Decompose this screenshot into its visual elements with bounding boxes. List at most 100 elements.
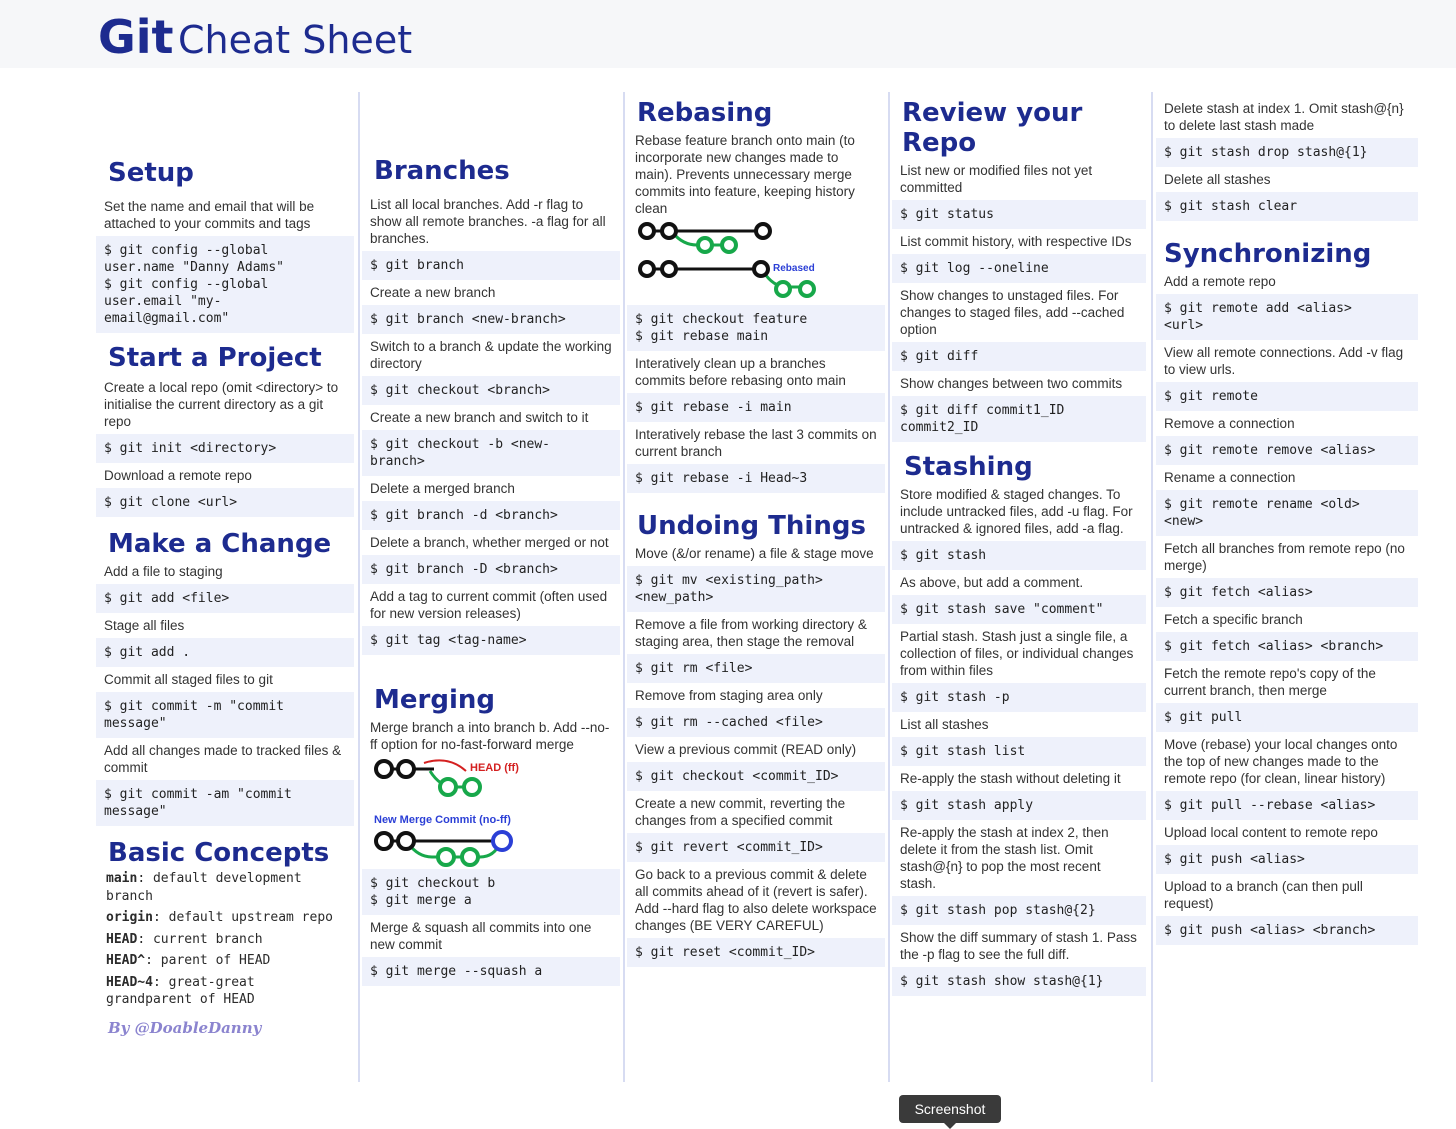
- sync-desc: Fetch the remote repo's copy of the curr…: [1164, 666, 1376, 698]
- review-heading: Review your Repo: [902, 98, 1083, 158]
- concepts-heading: Basic Concepts: [108, 838, 330, 868]
- stash-code: $ git stash list: [892, 737, 1146, 766]
- sync-code: $ git pull --rebase <alias>: [1156, 791, 1418, 820]
- rebase-code: $ git rebase -i main: [627, 393, 885, 422]
- undo-desc: View a previous commit (READ only): [635, 742, 857, 757]
- branch-desc: Switch to a branch & update the working …: [370, 339, 612, 371]
- sync-desc: Remove a connection: [1164, 416, 1295, 431]
- rebased-label: Rebased: [773, 263, 815, 274]
- sync-code: $ git pull: [1156, 703, 1418, 732]
- sync-desc: Upload to a branch (can then pull reques…: [1164, 879, 1363, 911]
- stash-desc: Re-apply the stash without deleting it: [900, 771, 1121, 786]
- change-heading: Make a Change: [108, 529, 332, 559]
- noff-merge-svg: New Merge Commit (no-ff): [374, 814, 513, 867]
- stash-desc: Re-apply the stash at index 2, then dele…: [900, 825, 1109, 891]
- branch-desc: List all local branches. Add -r flag to …: [370, 197, 606, 246]
- screenshot-tooltip: Screenshot: [899, 1095, 1001, 1129]
- concept-def: : parent of HEAD: [145, 953, 271, 968]
- branch-desc: Add a tag to current commit (often used …: [370, 589, 608, 621]
- column-1: Setup Set the name and email that will b…: [96, 88, 354, 1045]
- change-desc: Commit all staged files to git: [104, 672, 273, 687]
- after-rebase-diagram: Rebased: [627, 257, 885, 305]
- column-divider: [623, 92, 625, 1082]
- branch-code: $ git checkout <branch>: [362, 376, 620, 405]
- column-divider: [1151, 92, 1153, 1082]
- branch-desc: Delete a merged branch: [370, 481, 515, 496]
- column-divider: [358, 92, 360, 1082]
- setup-code: $ git config --global user.name "Danny A…: [96, 236, 354, 333]
- concept-term: main: [106, 871, 138, 886]
- branch-code: $ git branch -d <branch>: [362, 501, 620, 530]
- sync-desc: View all remote connections. Add -v flag…: [1164, 345, 1404, 377]
- page-title: Git Cheat Sheet: [98, 10, 412, 64]
- cheat-sheet: Setup Set the name and email that will b…: [96, 88, 1426, 1084]
- merge-code: $ git merge --squash a: [362, 957, 620, 986]
- stash-desc: Delete stash at index 1. Omit stash@{n} …: [1164, 101, 1404, 133]
- merge-desc: Merge & squash all commits into one new …: [370, 920, 592, 952]
- stash-code: $ git stash: [892, 541, 1146, 570]
- review-code: $ git diff: [892, 342, 1146, 371]
- column-5: Delete stash at index 1. Omit stash@{n} …: [1156, 88, 1418, 945]
- review-code: $ git status: [892, 200, 1146, 229]
- column-divider: [888, 92, 890, 1082]
- sync-code: $ git remote rename <old> <new>: [1156, 490, 1418, 536]
- column-4: Review your Repo List new or modified fi…: [892, 88, 1146, 996]
- branch-desc: Create a new branch and switch to it: [370, 410, 589, 425]
- sync-code: $ git fetch <alias>: [1156, 578, 1418, 607]
- branch-code: $ git branch: [362, 251, 620, 280]
- rebasing-heading: Rebasing: [637, 98, 773, 128]
- stash-code: $ git stash -p: [892, 683, 1146, 712]
- review-desc: List new or modified files not yet commi…: [900, 163, 1093, 195]
- undoing-heading: Undoing Things: [637, 511, 866, 541]
- title-git: Git: [98, 10, 174, 64]
- ff-merge-svg: HEAD (ff): [374, 759, 519, 797]
- change-desc: Add all changes made to tracked files & …: [104, 743, 342, 775]
- concept-term: origin: [106, 910, 153, 925]
- ff-merge-diagram: HEAD (ff): [362, 757, 620, 813]
- review-desc: Show changes to unstaged files. For chan…: [900, 288, 1125, 337]
- stash-code: $ git stash apply: [892, 791, 1146, 820]
- start-items: Create a local repo (omit <directory> to…: [96, 373, 354, 517]
- concept-def: : default development branch: [106, 871, 302, 904]
- branch-code: $ git tag <tag-name>: [362, 626, 620, 655]
- before-rebase-svg: [638, 222, 772, 254]
- sync-desc: Fetch all branches from remote repo (no …: [1164, 541, 1405, 573]
- sync-desc: Move (rebase) your local changes onto th…: [1164, 737, 1398, 786]
- undo-desc: Remove a file from working directory & s…: [635, 617, 867, 649]
- sync-code: $ git remote add <alias> <url>: [1156, 294, 1418, 340]
- review-code: $ git log --oneline: [892, 254, 1146, 283]
- undo-desc: Remove from staging area only: [635, 688, 823, 703]
- merge-code: $ git checkout b $ git merge a: [362, 869, 620, 915]
- concept-term: HEAD^: [106, 953, 146, 968]
- branch-code: $ git branch -D <branch>: [362, 555, 620, 584]
- concept-item: origin: default upstream repo: [96, 907, 354, 929]
- change-code: $ git add .: [96, 638, 354, 667]
- stashing-heading: Stashing: [904, 452, 1033, 482]
- undo-code: $ git checkout <commit_ID>: [627, 762, 885, 791]
- rebase-desc: Interatively rebase the last 3 commits o…: [635, 427, 877, 459]
- start-code: $ git init <directory>: [96, 434, 354, 463]
- stash-desc: Delete all stashes: [1164, 172, 1271, 187]
- stash-code: $ git stash save "comment": [892, 595, 1146, 624]
- column-3: Rebasing Rebase feature branch onto main…: [627, 88, 885, 967]
- stash-code: $ git stash pop stash@{2}: [892, 896, 1146, 925]
- noff-merge-diagram: New Merge Commit (no-ff): [362, 813, 620, 869]
- stash-code: $ git stash drop stash@{1}: [1156, 138, 1418, 167]
- branch-code: $ git branch <new-branch>: [362, 305, 620, 334]
- sync-desc: Upload local content to remote repo: [1164, 825, 1378, 840]
- concept-def: : great-great grandparent of HEAD: [106, 974, 255, 1008]
- change-code: $ git commit -am "commit message": [96, 780, 354, 826]
- rebase-desc: Interatively clean up a branches commits…: [635, 356, 846, 388]
- branch-code: $ git checkout -b <new- branch>: [362, 430, 620, 476]
- setup-heading: Setup: [108, 158, 194, 188]
- before-rebase-diagram: [627, 221, 885, 257]
- branch-desc: Delete a branch, whether merged or not: [370, 535, 609, 550]
- review-desc: List commit history, with respective IDs: [900, 234, 1132, 249]
- concept-term: HEAD~4: [106, 974, 153, 990]
- undo-desc: Go back to a previous commit & delete al…: [635, 867, 877, 933]
- stash-desc: As above, but add a comment.: [900, 575, 1084, 590]
- rebase-code: $ git checkout feature $ git rebase main: [627, 305, 885, 351]
- branch-desc: Create a new branch: [370, 285, 496, 300]
- start-desc: Download a remote repo: [104, 468, 252, 483]
- concept-item: HEAD: current branch: [96, 929, 354, 951]
